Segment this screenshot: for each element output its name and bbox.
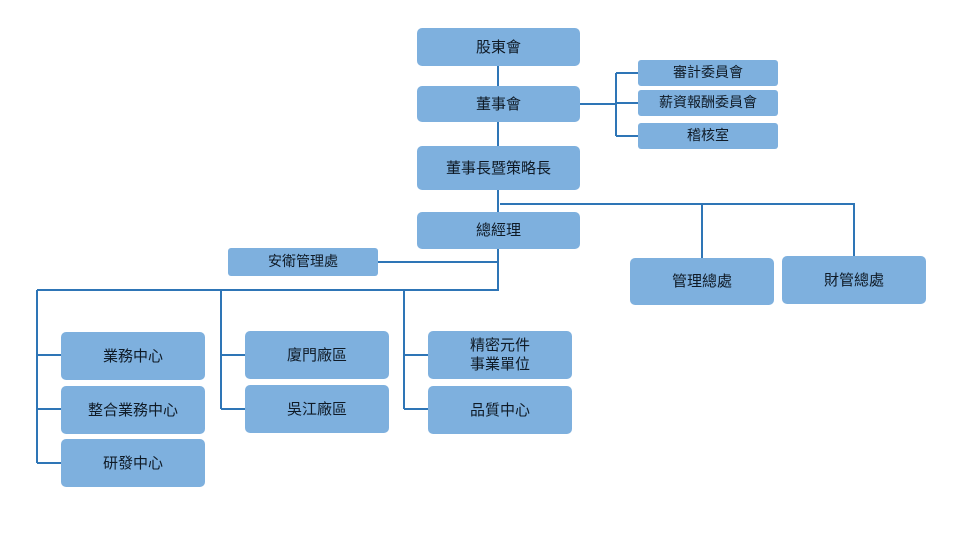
audit-committee-label: 審計委員會 xyxy=(673,64,743,81)
shareholders-label: 股東會 xyxy=(475,37,521,56)
precision-components-label: 精密元件 事業單位 xyxy=(469,336,530,373)
business-center-label: 業務中心 xyxy=(102,346,163,365)
board-box: 董事會 xyxy=(417,86,580,122)
audit-committee-box: 審計委員會 xyxy=(638,60,778,86)
chairman-cso-box: 董事長暨策略長 xyxy=(417,146,580,190)
management-division-label: 管理總處 xyxy=(671,272,732,290)
rd-center-label: 研發中心 xyxy=(102,453,163,472)
finance-division-label: 財管總處 xyxy=(823,270,884,289)
board-label: 董事會 xyxy=(475,94,521,113)
wujiang-plant-box: 吳江廠區 xyxy=(245,385,389,433)
quality-center-label: 品質中心 xyxy=(469,400,530,419)
wujiang-plant-label: 吳江廠區 xyxy=(286,399,347,418)
compensation-committee-label: 薪資報酬委員會 xyxy=(659,94,757,111)
integrated-business-center-label: 整合業務中心 xyxy=(87,400,178,419)
precision-components-box: 精密元件 事業單位 xyxy=(428,331,572,379)
management-division-box: 管理總處 xyxy=(630,258,774,305)
finance-division-box: 財管總處 xyxy=(782,256,926,304)
compensation-committee-box: 薪資報酬委員會 xyxy=(638,90,778,116)
internal-audit-box: 稽核室 xyxy=(638,123,778,149)
general-manager-label: 總經理 xyxy=(475,221,521,239)
business-center-box: 業務中心 xyxy=(61,332,205,380)
integrated-business-center-box: 整合業務中心 xyxy=(61,386,205,434)
safety-management-label: 安衛管理處 xyxy=(268,253,338,270)
quality-center-box: 品質中心 xyxy=(428,386,572,434)
shareholders-box: 股東會 xyxy=(417,28,580,66)
rd-center-box: 研發中心 xyxy=(61,439,205,487)
safety-management-box: 安衛管理處 xyxy=(228,248,378,276)
xiamen-plant-label: 廈門廠區 xyxy=(286,345,347,364)
internal-audit-label: 稽核室 xyxy=(687,127,729,144)
general-manager-box: 總經理 xyxy=(417,212,580,249)
chairman-cso-label: 董事長暨策略長 xyxy=(445,158,551,177)
xiamen-plant-box: 廈門廠區 xyxy=(245,331,389,379)
